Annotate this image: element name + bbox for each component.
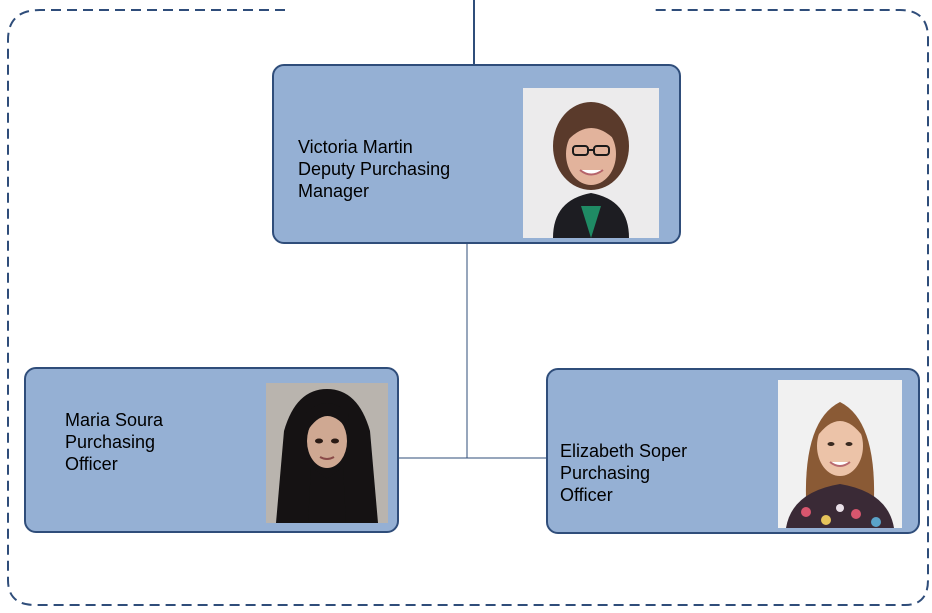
manager-name: Victoria Martin	[298, 137, 413, 157]
report-card-elizabeth: Elizabeth Soper Purchasing Officer	[546, 368, 920, 534]
manager-photo	[523, 88, 659, 238]
manager-title-line2: Manager	[298, 181, 370, 201]
manager-title-line1: Deputy Purchasing	[298, 159, 451, 179]
team-group-border	[7, 9, 929, 606]
manager-text: Victoria Martin Deputy Purchasing Manage…	[298, 136, 450, 202]
report-photo-maria	[266, 383, 388, 523]
report-title-line2: Officer	[65, 454, 118, 474]
report-title-line2: Officer	[560, 485, 613, 505]
report-card-maria: Maria Soura Purchasing Officer	[24, 367, 399, 533]
report-text: Elizabeth Soper Purchasing Officer	[560, 440, 687, 506]
manager-card: Victoria Martin Deputy Purchasing Manage…	[272, 64, 681, 244]
report-title-line1: Purchasing	[65, 432, 156, 452]
report-name: Elizabeth Soper	[560, 441, 688, 461]
report-text: Maria Soura Purchasing Officer	[65, 409, 163, 475]
report-name: Maria Soura	[65, 410, 164, 430]
report-title-line1: Purchasing	[560, 463, 651, 483]
report-photo-elizabeth	[778, 380, 902, 528]
